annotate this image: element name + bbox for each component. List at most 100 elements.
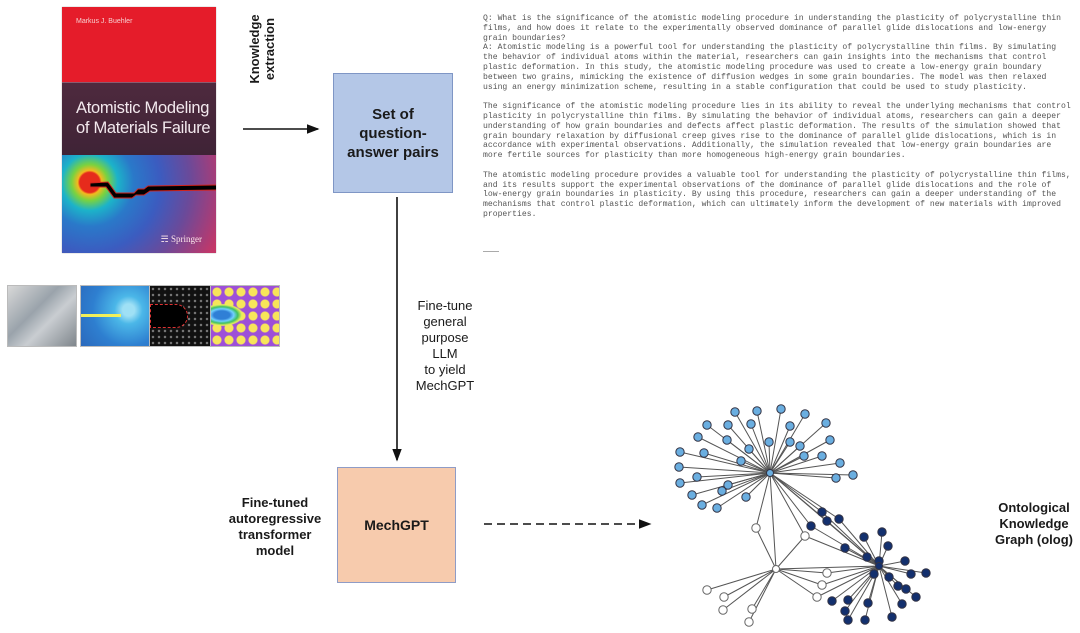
- graph-node-cluster-b: [840, 606, 850, 616]
- graph-edge: [775, 565, 880, 570]
- graph-node-cluster-a: [693, 432, 703, 442]
- graph-node-cluster-b: [897, 599, 907, 609]
- graph-node-cluster-b: [901, 584, 911, 594]
- graph-node-cluster-a: [697, 500, 707, 510]
- graph-edge: [769, 472, 806, 537]
- crack-graphic: [90, 181, 216, 199]
- graph-edge: [769, 455, 805, 474]
- graph-edge: [844, 547, 880, 567]
- thumbnail-diffusion-field: [210, 285, 280, 347]
- graph-edge: [878, 565, 893, 618]
- fine-tune-line: general: [423, 314, 467, 329]
- qa-pairs-box: Set of question- answer pairs: [333, 73, 453, 193]
- graph-node-cluster-a: [687, 490, 697, 500]
- graph-edge: [679, 472, 771, 484]
- thumbnail-crack-photo: [7, 285, 77, 347]
- graph-edge: [756, 410, 771, 474]
- model-description-label: Fine-tuned autoregressive transformer mo…: [220, 495, 330, 559]
- fine-tune-line: to yield: [424, 362, 466, 377]
- olog-label-line: Ontological: [998, 500, 1070, 515]
- graph-edge: [816, 565, 880, 598]
- graph-node-cluster-a: [730, 407, 740, 417]
- graph-node-cluster-b: [906, 569, 916, 579]
- graph-node-cluster-c: [747, 604, 757, 614]
- book-author: Markus J. Buehler: [76, 18, 133, 25]
- graph-edge: [679, 451, 771, 474]
- graph-edge: [769, 408, 782, 474]
- graph-node-cluster-a: [746, 419, 756, 429]
- graph-edge: [755, 472, 771, 529]
- graph-edge: [775, 568, 823, 586]
- qa-answer-paragraph: The atomistic modeling procedure provide…: [483, 170, 1076, 219]
- graph-edge: [755, 527, 777, 570]
- graph-edge: [723, 568, 777, 598]
- book-title: Atomistic Modeling of Materials Failure: [76, 98, 211, 138]
- graph-node-cluster-a: [702, 420, 712, 430]
- mechgpt-box: MechGPT: [337, 467, 456, 583]
- graph-node-cluster-a: [712, 503, 722, 513]
- qa-pairs-label: Set of question- answer pairs: [347, 105, 439, 162]
- graph-node-cluster-a: [752, 406, 762, 416]
- graph-edge: [775, 535, 806, 570]
- graph-edge: [878, 565, 903, 605]
- graph-edge: [678, 466, 771, 474]
- qa-pairs-label-line: question-: [359, 124, 427, 142]
- model-label-line: autoregressive: [228, 511, 322, 526]
- graph-node-cluster-c: [822, 568, 832, 578]
- knowledge-extraction-text: Knowledge extraction: [247, 14, 277, 84]
- book-cover-art: ☴ Springer: [62, 155, 216, 253]
- graph-node-cluster-b: [862, 552, 872, 562]
- graph-node-cluster-b: [822, 516, 832, 526]
- graph-node-cluster-b: [887, 612, 897, 622]
- olog-label: Ontological Knowledge Graph (olog): [990, 500, 1078, 548]
- graph-edge: [775, 568, 828, 574]
- graph-node-cluster-a: [831, 473, 841, 483]
- graph-edge: [769, 441, 791, 474]
- graph-node-cluster-a: [675, 447, 685, 457]
- graph-edge: [769, 472, 823, 513]
- mechgpt-label: MechGPT: [364, 517, 429, 533]
- qa-pairs-label-line: Set of: [372, 105, 414, 123]
- graph-node-cluster-a: [785, 421, 795, 431]
- graph-node-cluster-a: [699, 448, 709, 458]
- graph-node-cluster-a: [723, 480, 733, 490]
- graph-node-cluster-c: [800, 531, 810, 541]
- fine-tune-line: MechGPT: [415, 378, 475, 393]
- model-label-line: Fine-tuned: [241, 495, 309, 510]
- publisher-name: Springer: [171, 234, 202, 244]
- qa-pairs-label-line: answer pairs: [347, 143, 439, 161]
- qa-answer-paragraph: A: Atomistic modeling is a powerful tool…: [483, 43, 1061, 92]
- graph-node-cluster-c: [702, 585, 712, 595]
- graph-edge: [696, 472, 771, 478]
- graph-edge: [878, 565, 927, 574]
- graph-node-cluster-a: [741, 492, 751, 502]
- graph-hub-cluster-a: [766, 469, 774, 477]
- graph-node-cluster-c: [812, 592, 822, 602]
- graph-node-cluster-a: [817, 451, 827, 461]
- graph-node-cluster-c: [744, 617, 754, 627]
- fine-tune-line: Fine-tune: [417, 298, 473, 313]
- olog-label-line: Knowledge: [999, 516, 1069, 531]
- graph-edge: [878, 565, 912, 575]
- graph-node-cluster-b: [859, 532, 869, 542]
- graph-edge: [826, 565, 880, 574]
- graph-node-cluster-a: [764, 437, 774, 447]
- graph-node-cluster-a: [692, 472, 702, 482]
- graph-node-cluster-a: [835, 458, 845, 468]
- graph-node-cluster-b: [893, 581, 903, 591]
- graph-node-cluster-a: [799, 451, 809, 461]
- graph-edge: [745, 472, 771, 498]
- graph-edge: [701, 472, 771, 506]
- graph-edge: [769, 462, 841, 474]
- graph-node-cluster-a: [785, 437, 795, 447]
- qa-text-separator: [483, 251, 499, 252]
- graph-node-cluster-a: [675, 478, 685, 488]
- graph-node-cluster-b: [884, 572, 894, 582]
- book-cover: Markus J. Buehler Atomistic Modeling of …: [62, 7, 216, 253]
- graph-node-cluster-b: [843, 615, 853, 625]
- graph-edge: [768, 441, 771, 474]
- publisher-logo: ☴ Springer: [160, 234, 202, 244]
- graph-node-cluster-b: [827, 596, 837, 606]
- graph-edge: [697, 436, 771, 474]
- qa-question: Q: What is the significance of the atomi…: [483, 14, 1066, 43]
